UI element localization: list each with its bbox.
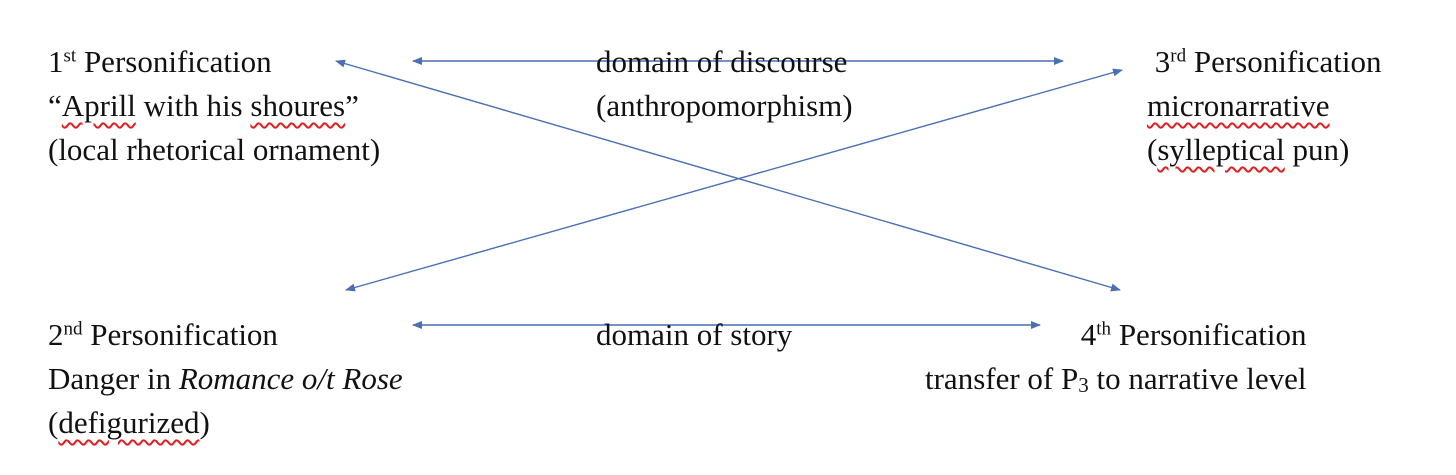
- ordinal-number: 3: [1154, 44, 1171, 79]
- node-heading: 1st Personification: [48, 40, 380, 84]
- spellcheck-word: sylleptical: [1157, 132, 1285, 167]
- spellcheck-word: Aprill: [61, 88, 136, 123]
- description-text: to narrative level: [1088, 361, 1307, 396]
- domain-title: domain of story: [596, 317, 793, 352]
- quote-text: with his: [135, 88, 251, 123]
- node-note: (defigurized): [48, 401, 403, 445]
- node-second-personification: 2nd Personification Danger in Romance o/…: [48, 313, 403, 445]
- domain-note: (anthropomorphism): [596, 88, 853, 123]
- node-note: (local rhetorical ornament): [48, 132, 381, 167]
- spellcheck-word: shoures: [250, 88, 346, 123]
- node-description: micronarrative: [1147, 84, 1382, 128]
- node-heading: 3rd Personification: [1147, 40, 1382, 84]
- node-label: Personification: [76, 44, 272, 79]
- node-description: Danger in Romance o/t Rose: [48, 357, 403, 401]
- work-title: Romance o/t Rose: [178, 361, 403, 396]
- description-text: Danger in: [48, 361, 179, 396]
- node-quote: “Aprill with his shoures”: [48, 84, 380, 128]
- ordinal-number: 4: [1080, 317, 1097, 352]
- node-heading: 2nd Personification: [48, 313, 403, 357]
- subscript-index: 3: [1078, 373, 1089, 398]
- paren-open: (: [1147, 132, 1158, 167]
- paren-close: ): [199, 405, 210, 440]
- node-label: Personification: [1111, 317, 1307, 352]
- node-note: (sylleptical pun): [1147, 128, 1382, 172]
- node-third-personification: 3rd Personification micronarrative (syll…: [1147, 40, 1382, 172]
- ordinal-number: 2: [48, 317, 64, 352]
- arrow-p3-to-p2: [345, 68, 1123, 292]
- domain-story-label: domain of story: [596, 313, 792, 357]
- node-first-personification: 1st Personification “Aprill with his sho…: [48, 40, 380, 172]
- paren-open: (: [48, 405, 59, 440]
- domain-title: domain of discourse: [596, 44, 848, 79]
- node-heading: 4th Personification: [925, 313, 1307, 357]
- ordinal-suffix: nd: [63, 318, 83, 340]
- ordinal-suffix: th: [1096, 318, 1112, 340]
- node-description: transfer of P3 to narrative level: [925, 357, 1307, 407]
- ordinal-number: 1: [48, 44, 64, 79]
- quote-open: “: [48, 88, 62, 123]
- node-label: Personification: [1186, 44, 1382, 79]
- note-text: pun): [1284, 132, 1350, 167]
- node-label: Personification: [82, 317, 278, 352]
- node-fourth-personification: 4th Personification transfer of P3 to na…: [925, 313, 1307, 407]
- ordinal-suffix: st: [63, 45, 77, 67]
- quote-close: ”: [345, 88, 359, 123]
- spellcheck-word: micronarrative: [1147, 88, 1330, 123]
- spellcheck-word: defigurized: [58, 405, 200, 440]
- description-text: transfer of P: [925, 361, 1079, 396]
- domain-discourse-label: domain of discourse (anthropomorphism): [596, 40, 853, 128]
- ordinal-suffix: rd: [1170, 45, 1187, 67]
